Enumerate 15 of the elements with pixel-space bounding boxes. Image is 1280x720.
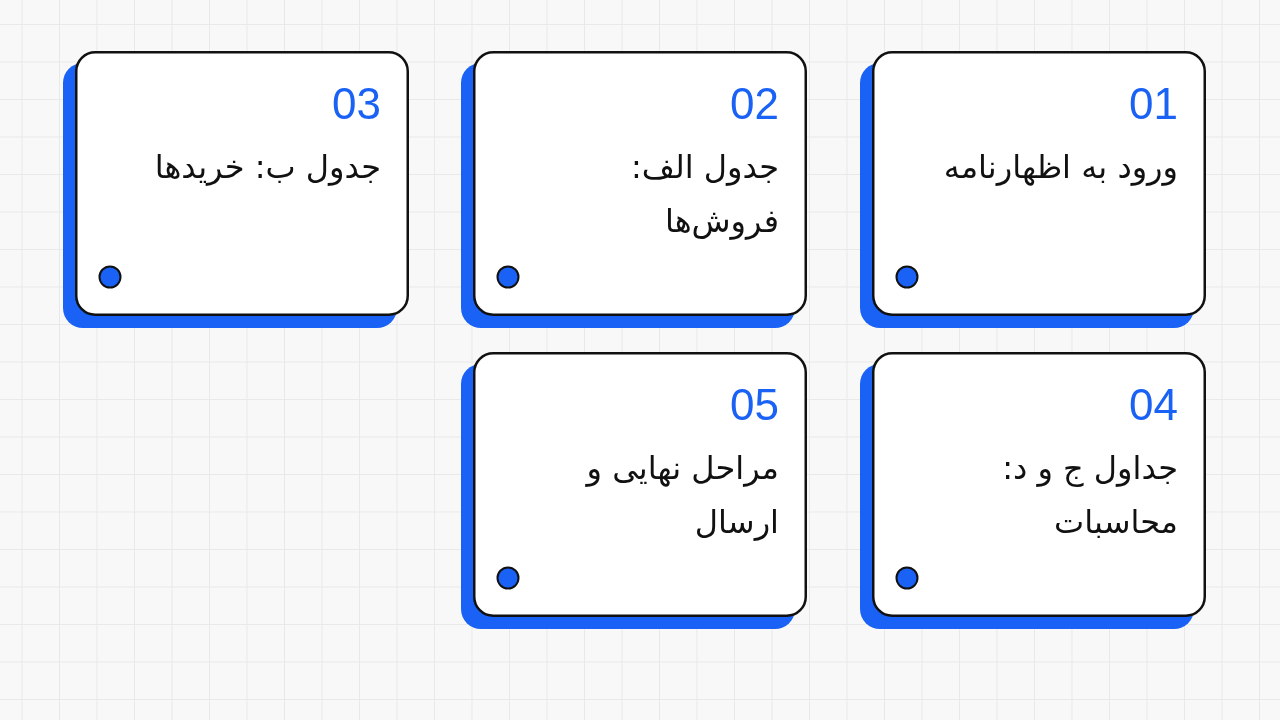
card-text: جدول ب: خریدها — [153, 147, 381, 188]
card — [860, 51, 1206, 328]
card-text: مراحل نهایی و ارسال — [584, 448, 779, 543]
card — [461, 51, 807, 328]
card-text: جدول الف: فروش‌ها — [630, 147, 779, 242]
card — [63, 51, 409, 328]
card — [860, 352, 1206, 629]
card-text: جداول ج و د: محاسبات — [1001, 448, 1178, 543]
step-number: 01 — [1129, 82, 1178, 126]
step-number: 04 — [1129, 383, 1178, 427]
step-number: 02 — [730, 82, 779, 126]
step-number: 03 — [332, 82, 381, 126]
step-number: 05 — [730, 383, 779, 427]
card — [461, 352, 807, 629]
card-text: ورود به اظهارنامه — [942, 147, 1178, 188]
